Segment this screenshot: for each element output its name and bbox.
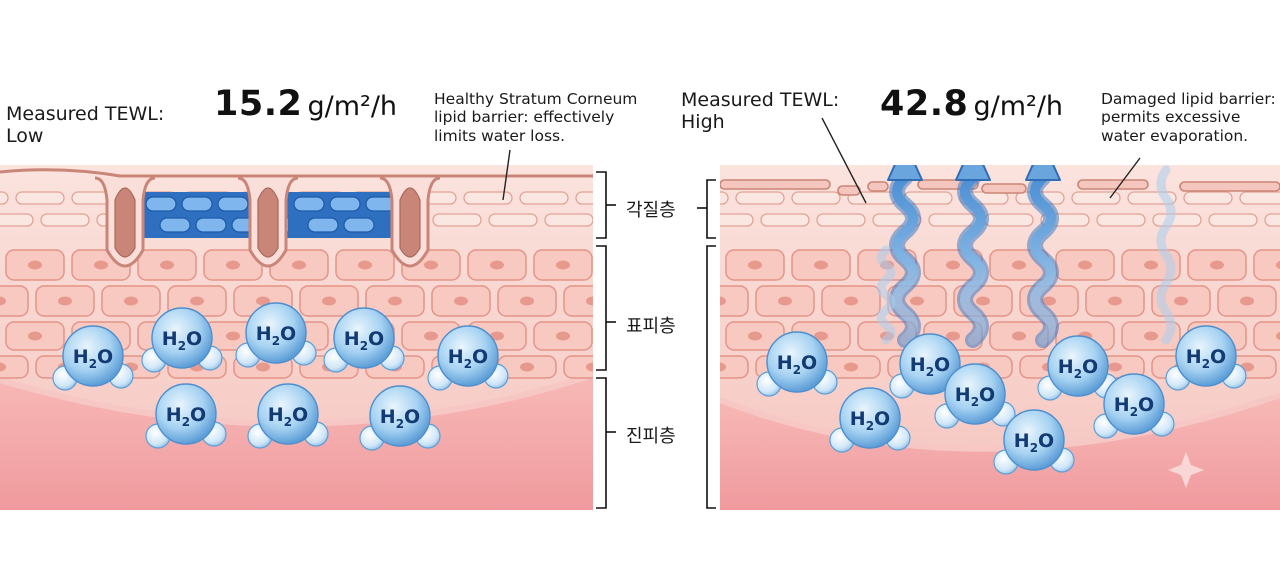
skin-cell [0, 355, 29, 379]
water-molecule-icon: H2O [756, 331, 838, 397]
water-molecule-icon: H2O [1093, 373, 1175, 439]
svg-text:H2O: H2O [380, 406, 420, 431]
svg-text:H2O: H2O [1114, 394, 1154, 419]
damaged-tewl-label: Measured TEWL: High [681, 89, 839, 134]
healthy-tewl-label-line2: Low [6, 125, 44, 148]
skin-cell [0, 285, 29, 317]
water-molecule-icon: H2O [934, 363, 1016, 429]
skin-cell [563, 355, 593, 379]
damaged-tewl-value: 42.8 [880, 84, 969, 124]
svg-text:H2O: H2O [268, 404, 308, 429]
water-molecule-icon: H2O [1165, 325, 1247, 391]
skin-cell [720, 355, 749, 379]
healthy-tewl-label: Measured TEWL: Low [6, 103, 164, 148]
damaged-tewl-label-line1: Measured TEWL: [681, 89, 840, 111]
damaged-tewl-label-line2: High [681, 111, 725, 134]
healthy-skin-illustration: H2O H2O H2O H2O H2O H2O H2O H2O [0, 165, 688, 510]
skin-cell [600, 250, 658, 280]
healthy-tewl-label-line1: Measured TEWL: [6, 103, 165, 125]
damaged-tewl-unit: g/m²/h [973, 91, 1064, 122]
water-molecule-icon: H2O [235, 302, 317, 368]
vapor-arrow-icon [955, 165, 991, 348]
healthy-tewl-unit: g/m²/h [307, 91, 398, 122]
healthy-note-line3: limits water loss. [434, 126, 566, 145]
vapor-arrow-icon [887, 165, 923, 348]
skin-cell [1253, 321, 1280, 351]
healthy-note-line1: Healthy Stratum Corneum [434, 90, 638, 108]
bracket-corneum-right [706, 179, 716, 239]
damaged-note-line2: permits excessive [1101, 108, 1241, 127]
healthy-tewl-value: 15.2 [214, 84, 303, 124]
skin-cell [660, 250, 718, 280]
svg-text:H2O: H2O [955, 384, 995, 409]
damaged-note-line3: water evaporation. [1101, 126, 1249, 145]
svg-text:H2O: H2O [344, 328, 384, 353]
healthy-note-line2: lipid barrier: effectively [434, 108, 615, 127]
layer-label-stratum-corneum: 각질층 [626, 200, 676, 221]
bracket-dermis [596, 377, 607, 509]
layer-label-dermis: 진피층 [626, 426, 676, 447]
healthy-tewl-reading: 15.2 g/m²/h [214, 84, 397, 125]
damaged-note-pointer [1109, 157, 1141, 199]
water-molecule-icon: H2O [427, 325, 509, 391]
healthy-barrier-note: Healthy Stratum Corneum lipid barrier: e… [434, 90, 637, 145]
damaged-label-pointer [821, 117, 867, 204]
svg-text:H2O: H2O [73, 346, 113, 371]
skin-cell [563, 285, 593, 317]
svg-text:H2O: H2O [1186, 346, 1226, 371]
water-molecule-icon: H2O [359, 385, 441, 451]
damaged-note-line1: Damaged lipid barrier: [1101, 90, 1276, 108]
water-molecule-icon: H2O [145, 383, 227, 449]
svg-text:H2O: H2O [166, 404, 206, 429]
healthy-note-pointer [502, 149, 511, 201]
water-molecule-icon: H2O [52, 325, 134, 391]
skin-cell [720, 285, 749, 317]
svg-text:H2O: H2O [850, 408, 890, 433]
water-molecule-icon: H2O [247, 383, 329, 449]
water-molecule-icon: H2O [829, 387, 911, 453]
svg-text:H2O: H2O [1014, 430, 1054, 455]
svg-text:H2O: H2O [162, 328, 202, 353]
vapor-arrow-icon [1025, 165, 1061, 348]
water-molecule-icon: H2O [141, 307, 223, 373]
water-molecule-icon: H2O [993, 409, 1075, 475]
water-molecule-icon: H2O [323, 307, 405, 373]
skin-cell [1253, 249, 1280, 281]
water-molecule-icon: H2O [1037, 335, 1119, 401]
bracket-corneum [596, 171, 607, 239]
svg-text:H2O: H2O [256, 323, 296, 348]
damaged-tewl-reading: 42.8 g/m²/h [880, 84, 1063, 125]
layer-label-epidermis: 표피층 [626, 316, 676, 337]
svg-text:H2O: H2O [777, 352, 817, 377]
svg-text:H2O: H2O [910, 354, 950, 379]
skin-cell [630, 356, 688, 378]
damaged-barrier-note: Damaged lipid barrier: permits excessive… [1101, 90, 1276, 145]
bracket-epidermis [596, 245, 607, 371]
bracket-epidermis-right [706, 245, 716, 509]
svg-text:H2O: H2O [448, 346, 488, 371]
svg-text:H2O: H2O [1058, 356, 1098, 381]
